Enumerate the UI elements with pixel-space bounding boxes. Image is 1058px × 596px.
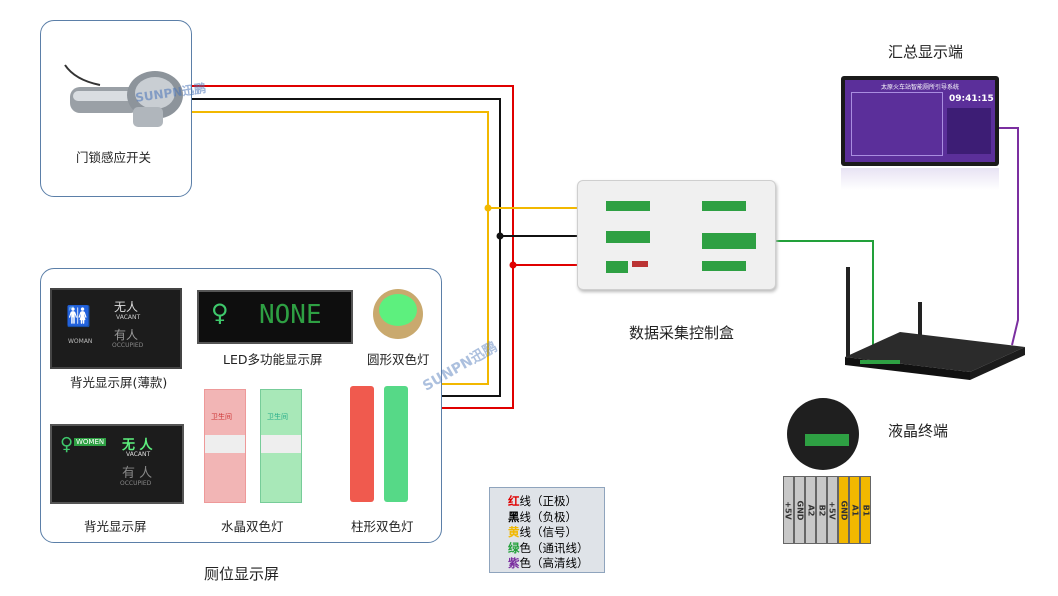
backlit-label: 背光显示屏 (84, 519, 147, 534)
terminal-block (606, 261, 628, 273)
monitor-reflection (841, 168, 999, 190)
green-wire-comm (755, 240, 874, 345)
toilet-display-title: 厕位显示屏 (204, 565, 280, 583)
bl-occupied-cn: 有 人 (122, 466, 153, 481)
door-sensor-label: 门锁感应开关 (76, 150, 152, 165)
summary-display-label: 汇总显示端 (888, 43, 964, 61)
pin: B2 (816, 476, 827, 544)
thin-vacant-en: VACANT (116, 314, 141, 321)
terminal-connector-zoom (787, 398, 859, 470)
led-none-text: NONE (259, 300, 322, 330)
summary-monitor: 太原火车站智能厕所引导系统 09:41:15 (841, 76, 999, 166)
purple-wire-hdmi (998, 127, 1019, 346)
crystal-divider (261, 435, 301, 453)
pin: B1 (860, 476, 871, 544)
column-lamp-green (384, 386, 408, 502)
led-multi-label: LED多功能显示屏 (223, 352, 323, 367)
round-lamp-light (379, 294, 417, 326)
red-wire-panel (440, 265, 514, 409)
restroom-icon: 🚻 (66, 304, 91, 328)
yellow-wire-sensor (175, 111, 489, 208)
legend-item: 红线（正极） (508, 494, 577, 508)
red-junction (509, 261, 517, 269)
led-person-icon: ♀ (211, 299, 229, 327)
terminal-block (702, 201, 746, 211)
terminal-block (606, 231, 650, 243)
crystal-top-text: 卫生间 (267, 413, 288, 421)
monitor-screen: 太原火车站智能厕所引导系统 09:41:15 (845, 80, 995, 162)
crystal-lamp-red: 卫生间 (204, 389, 246, 503)
bl-vacant-cn: 无 人 (122, 438, 153, 453)
legend-item: 绿色（通讯线） (508, 540, 589, 555)
column-lamp-red (350, 386, 374, 502)
terminal-block (702, 233, 756, 249)
lcd-terminal-label: 液晶终端 (888, 422, 949, 440)
controller-label: 数据采集控制盒 (629, 324, 735, 342)
pin: A2 (805, 476, 816, 544)
pin: +5V (827, 476, 838, 544)
data-collection-controller (577, 180, 776, 290)
pin: GND (794, 476, 805, 544)
door-lock-sensor-image (64, 64, 183, 127)
black-wire-sensor (175, 98, 501, 236)
red-wire-sensor (175, 85, 514, 265)
monitor-side-panel (947, 108, 991, 154)
black-junction (496, 232, 504, 240)
terminal-block (805, 434, 849, 446)
backlit-thin-display: 🚻 WOMAN 无人 VACANT 有人 OCCUPIED (50, 288, 182, 369)
round-lamp-label: 圆形双色灯 (367, 352, 430, 367)
bl-occupied-en: OCCUPIED (120, 480, 152, 487)
women-icon: ♀ (60, 434, 74, 455)
crystal-top-text: 卫生间 (211, 413, 232, 421)
wire-color-legend: 红线（正极） 黑线（负极） 黄线（信号） 绿色（通讯线） 紫色（高清线） (489, 487, 605, 573)
monitor-floorplan (851, 92, 943, 156)
crystal-lamp-green: 卫生间 (260, 389, 302, 503)
monitor-title: 太原火车站智能厕所引导系统 (880, 84, 959, 91)
terminal-block (702, 261, 746, 271)
terminal-block (606, 201, 650, 211)
yellow-junction (484, 204, 492, 212)
pin-diagram: +5V GND A2 B2 +5V GND A1 B1 (783, 476, 871, 544)
round-dual-color-lamp (373, 289, 423, 339)
column-lamp-label: 柱形双色灯 (351, 519, 414, 534)
black-wire-panel (440, 236, 501, 397)
pin: A1 (849, 476, 860, 544)
legend-item: 黄线（信号） (508, 525, 577, 539)
thin-women-label: WOMAN (68, 338, 93, 345)
thin-occupied-en: OCCUPIED (112, 342, 144, 349)
crystal-divider (205, 435, 245, 453)
bl-vacant-en: VACANT (126, 451, 151, 458)
pin: +5V (783, 476, 794, 544)
legend-item: 紫色（高清线） (508, 556, 589, 570)
backlit-thin-label: 背光显示屏(薄款) (70, 375, 168, 390)
yellow-wire-panel (440, 208, 489, 385)
pin: GND (838, 476, 849, 544)
backlit-display: ♀ WOMEN 无 人 VACANT 有 人 OCCUPIED (50, 424, 184, 504)
lcd-terminal-box (845, 267, 1025, 380)
status-leds (632, 261, 648, 267)
crystal-lamp-label: 水晶双色灯 (221, 519, 284, 534)
legend-item: 黑线（负极） (508, 509, 577, 524)
thin-vacant-cn: 无人 (114, 300, 139, 314)
led-multifunction-display: ♀ NONE (197, 290, 353, 344)
bl-women-label: WOMEN (74, 438, 107, 446)
thin-occupied-cn: 有人 (114, 328, 139, 342)
monitor-time: 09:41:15 (949, 94, 994, 104)
